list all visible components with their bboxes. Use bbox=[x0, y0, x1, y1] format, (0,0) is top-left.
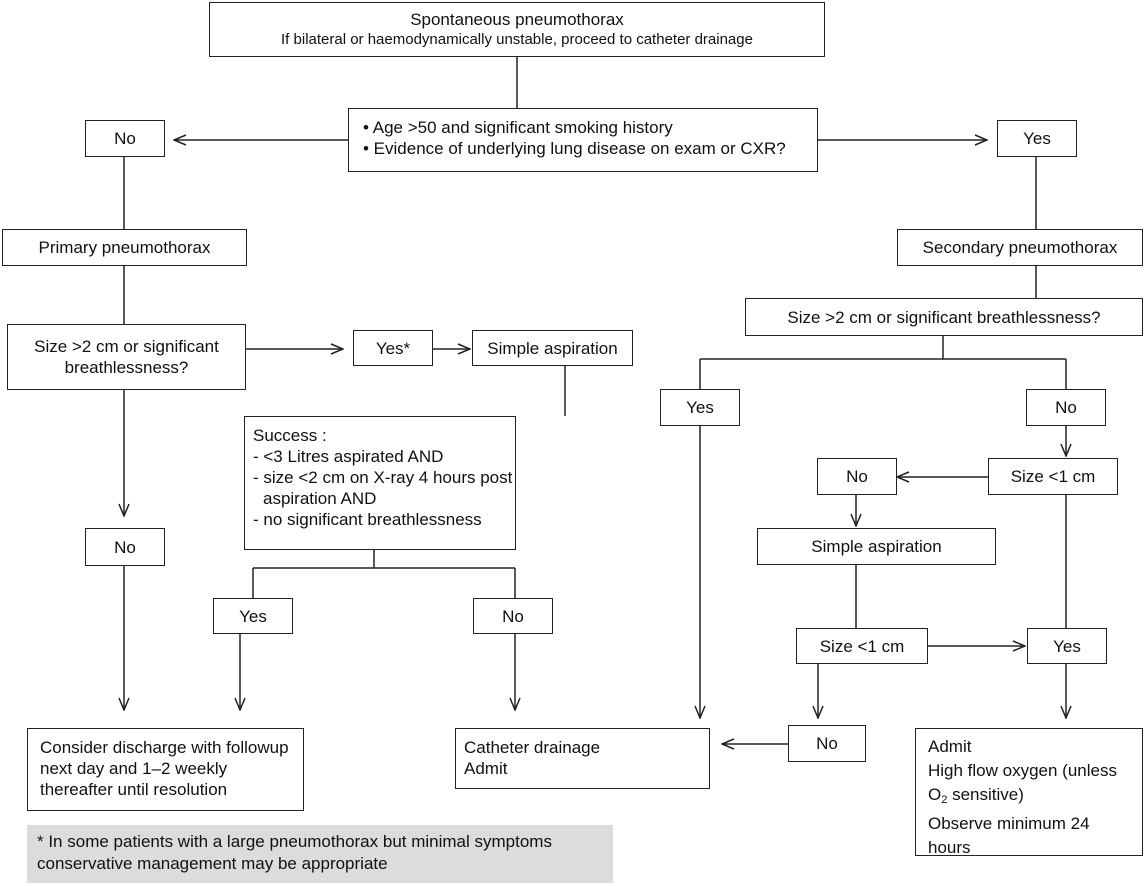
success-criteria-box: Success : - <3 Litres aspirated AND - si… bbox=[244, 416, 516, 550]
admit-line-4: Observe minimum 24 bbox=[928, 814, 1090, 833]
left-size-question-box: Size >2 cm or significant breathlessness… bbox=[7, 324, 246, 390]
admit-line-1: Admit bbox=[928, 737, 972, 756]
secondary-pneumothorax-label: Secondary pneumothorax bbox=[922, 238, 1118, 257]
size-lt1-label: Size <1 cm bbox=[1010, 467, 1096, 486]
admit-line-2: High flow oxygen (unless bbox=[928, 761, 1117, 780]
right-yes3-label: Yes bbox=[1053, 636, 1081, 656]
footnote-line-2: conservative management may be appropria… bbox=[37, 854, 388, 873]
left-no-box: No bbox=[85, 120, 165, 157]
success-yes-label: Yes bbox=[239, 606, 267, 626]
right-size-question-box: Size >2 cm or significant breathlessness… bbox=[745, 298, 1143, 336]
right-no-label: No bbox=[1055, 398, 1077, 417]
success-title: Success : bbox=[253, 426, 327, 445]
discharge-line-1: Consider discharge with followup bbox=[40, 738, 289, 757]
yes-star-label: Yes* bbox=[375, 338, 411, 358]
primary-pneumothorax-box: Primary pneumothorax bbox=[2, 229, 247, 266]
right-simple-aspiration-label: Simple aspiration bbox=[811, 537, 942, 556]
admit-line-3: O2 sensitive) bbox=[928, 785, 1024, 806]
discharge-line-2: next day and 1–2 weekly bbox=[40, 759, 228, 778]
success-no-box: No bbox=[473, 598, 553, 634]
size-lt1b-box: Size <1 cm bbox=[796, 628, 928, 664]
admit-box: Admit High flow oxygen (unless O2 sensit… bbox=[915, 728, 1143, 857]
question-smoking-lung-disease: • Age >50 and significant smoking histor… bbox=[348, 108, 818, 172]
success-no-label: No bbox=[502, 606, 524, 626]
right-yes-box: Yes bbox=[997, 120, 1077, 157]
right-no-box: No bbox=[1026, 389, 1106, 426]
right-simple-aspiration-box: Simple aspiration bbox=[757, 528, 996, 565]
size-lt1b-label: Size <1 cm bbox=[819, 636, 905, 656]
catheter-line-2: Admit bbox=[464, 759, 508, 778]
success-yes-box: Yes bbox=[213, 598, 293, 634]
left-no2-box: No bbox=[85, 528, 165, 566]
root-subtitle: If bilateral or haemodynamically unstabl… bbox=[281, 30, 753, 48]
success-item-2: - size <2 cm on X-ray 4 hours post bbox=[253, 468, 513, 487]
admit-line-5: hours bbox=[928, 838, 971, 857]
root-box: Spontaneous pneumothorax If bilateral or… bbox=[209, 2, 825, 57]
catheter-line-1: Catheter drainage bbox=[464, 738, 601, 757]
success-item-3: - no significant breathlessness bbox=[253, 510, 482, 529]
yes-star-box: Yes* bbox=[353, 330, 433, 366]
subscript-2: 2 bbox=[941, 794, 948, 806]
question-line-1: • Age >50 and significant smoking histor… bbox=[363, 118, 673, 137]
success-item-2-continued: aspiration AND bbox=[263, 489, 377, 508]
secondary-pneumothorax-box: Secondary pneumothorax bbox=[897, 229, 1143, 266]
right-yes3-box: Yes bbox=[1027, 628, 1107, 664]
right-no2-label: No bbox=[846, 467, 868, 486]
right-yes-label: Yes bbox=[1023, 129, 1051, 148]
footnote-line-1: * In some patients with a large pneumoth… bbox=[37, 832, 552, 851]
left-size-question-line2: breathlessness? bbox=[64, 358, 189, 377]
left-simple-aspiration-label: Simple aspiration bbox=[487, 338, 618, 358]
left-no2-label: No bbox=[114, 537, 136, 557]
discharge-box: Consider discharge with followup next da… bbox=[27, 728, 304, 811]
question-line-2: • Evidence of underlying lung disease on… bbox=[363, 139, 786, 158]
right-yes2-box: Yes bbox=[660, 389, 740, 426]
root-title: Spontaneous pneumothorax bbox=[410, 9, 624, 29]
right-no3-label: No bbox=[816, 734, 838, 753]
success-item-1: - <3 Litres aspirated AND bbox=[253, 447, 444, 466]
left-simple-aspiration-box: Simple aspiration bbox=[472, 330, 633, 366]
right-no2-box: No bbox=[817, 458, 897, 495]
size-lt1-box: Size <1 cm bbox=[988, 458, 1118, 495]
catheter-drainage-box: Catheter drainage Admit bbox=[455, 728, 710, 789]
right-no3-box: No bbox=[788, 725, 866, 762]
footnote: * In some patients with a large pneumoth… bbox=[27, 825, 613, 883]
right-yes2-label: Yes bbox=[686, 398, 714, 417]
discharge-line-3: thereafter until resolution bbox=[40, 780, 228, 799]
left-no-label: No bbox=[114, 129, 136, 148]
primary-pneumothorax-label: Primary pneumothorax bbox=[38, 238, 211, 257]
right-size-question-label: Size >2 cm or significant breathlessness… bbox=[787, 307, 1101, 327]
left-size-question-line1: Size >2 cm or significant bbox=[34, 337, 219, 356]
